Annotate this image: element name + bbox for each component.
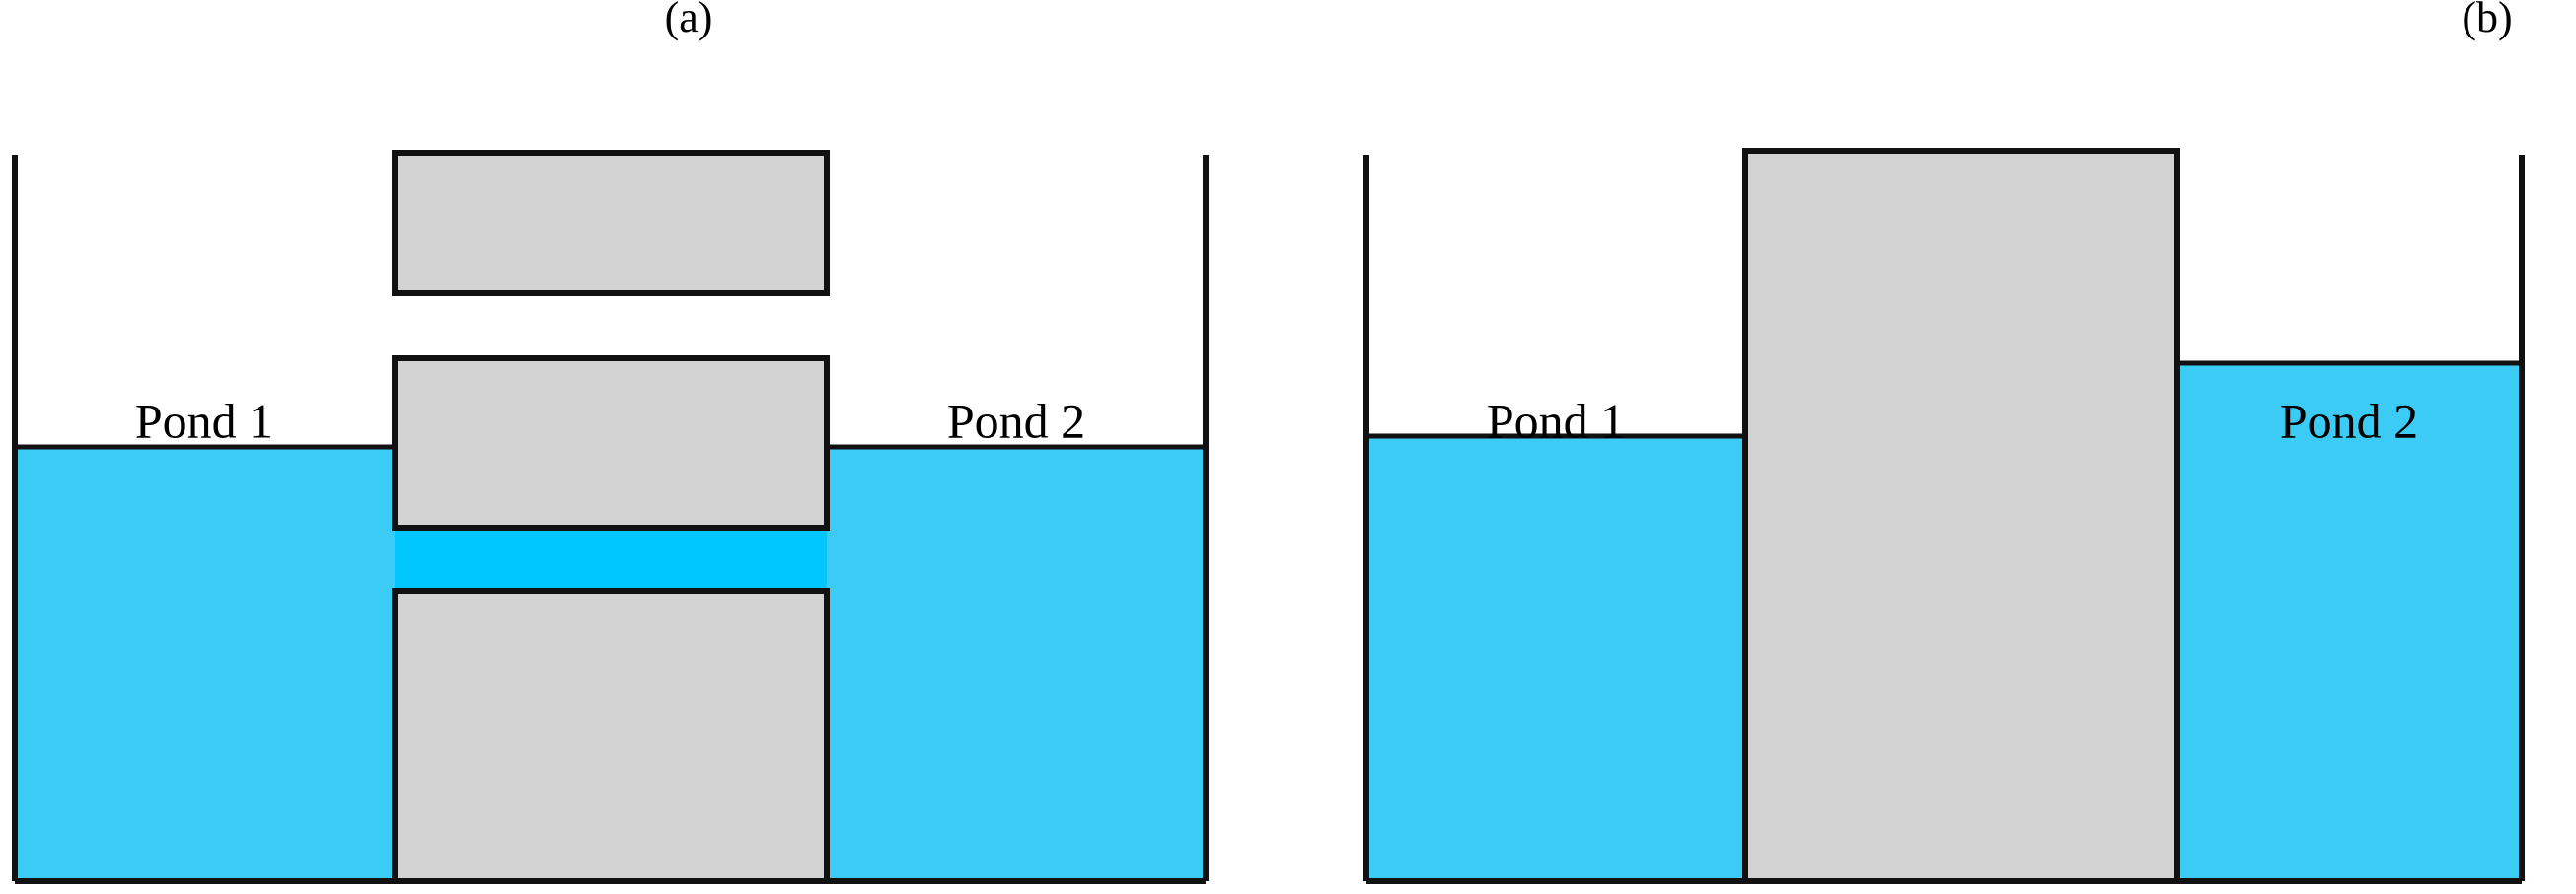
panel-b-pond-2-label: Pond 2 [2280,393,2418,448]
panel-a-pond-2-water [827,447,1206,881]
panel-a-pond-1-label: Pond 1 [135,393,273,448]
panel-b-pond-2-water [2177,363,2522,881]
panel-b-pond-1-label: Pond 1 [1487,393,1625,448]
panel-a-lower-block[interactable] [392,588,830,884]
panel-a-pond-2-label: Pond 2 [947,393,1085,448]
panel-b-center-pillar[interactable] [1742,148,2180,884]
panel-b-letter: (b) [2462,0,2512,41]
panel-a-letter: (a) [665,0,713,41]
panel-a: Pond 1 Pond 2 (a) [12,0,1209,884]
panel-a-upper-block[interactable] [392,150,830,296]
panel-a-pond-1-water [15,447,395,881]
panel-a-middle-block[interactable] [392,355,830,531]
panel-a-trapped-water-gap [395,528,827,591]
panel-b-pond-1-water [1366,436,1745,881]
panel-b: Pond 1 Pond 2 (b) [1363,0,2525,884]
